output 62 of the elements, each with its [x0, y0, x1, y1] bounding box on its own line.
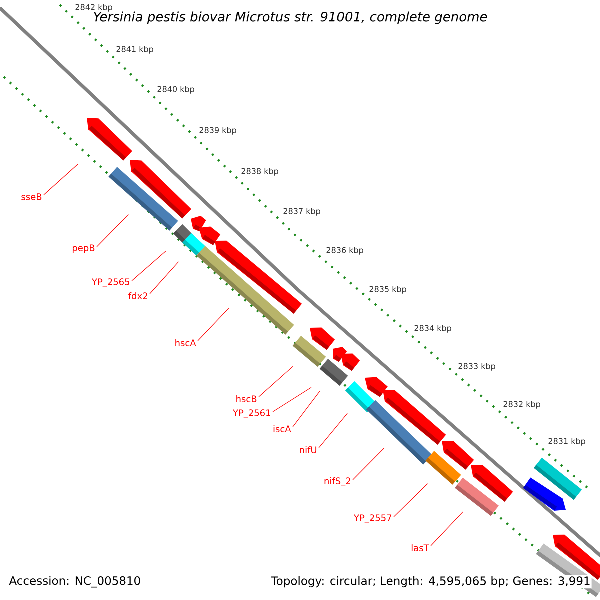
gene-block: [191, 216, 206, 232]
leader-line: [272, 387, 312, 412]
gene-block: [199, 226, 221, 246]
gene-label: nifU: [300, 446, 317, 454]
gene-bar: [455, 478, 499, 516]
leader-line: [318, 413, 348, 448]
leader-line: [394, 484, 428, 518]
gene-block: [523, 478, 566, 511]
scale-label: 2835 kbp: [370, 286, 406, 294]
gene-bar: [345, 381, 377, 413]
leader-line: [96, 214, 129, 248]
scale-label: 2836 kbp: [326, 247, 364, 255]
gene-bar: [426, 451, 462, 485]
gene-label: YP_2565: [92, 278, 130, 288]
scale-label: 2833 kbp: [458, 363, 496, 371]
scale-label: 2837 kbp: [284, 208, 320, 216]
gene-block: [130, 160, 192, 219]
leader-line: [44, 164, 79, 196]
gene-block: [442, 441, 474, 470]
gene-bar: [108, 167, 178, 231]
accession-label: Accession: NC_005810: [9, 576, 140, 588]
gene-label: lasT: [412, 544, 430, 552]
scale-label: 2832 kbp: [504, 401, 540, 409]
gene-label: hscB: [236, 396, 257, 402]
scale-label: 2838 kbp: [242, 168, 278, 176]
leader-line: [150, 262, 180, 294]
scale-label: 2831 kbp: [548, 438, 586, 446]
scale-label: 2840 kbp: [158, 86, 194, 94]
gene-block: [215, 240, 302, 314]
gene-label: YP_2557: [354, 514, 392, 524]
gene-block: [365, 377, 388, 398]
gene-block: [310, 328, 336, 350]
scale-label: 2834 kbp: [414, 325, 452, 333]
gene-block: [471, 465, 514, 502]
gene-label: sseB: [22, 194, 42, 200]
gene-bar: [534, 458, 582, 500]
scale-label: 2841 kbp: [116, 46, 154, 54]
title: Yersinia pestis biovar Microtus str. 91001, complete genome: [94, 12, 488, 24]
gene-bar: [182, 233, 206, 256]
gene-label: fdx2: [128, 292, 148, 300]
gene-bar: [320, 359, 348, 386]
gene-label: pepB: [72, 244, 95, 254]
gene-label: hscA: [176, 340, 196, 346]
gene-bar: [196, 246, 294, 335]
gene-label: iscA: [274, 426, 292, 432]
gene-block: [341, 354, 360, 372]
leader-line: [352, 448, 385, 480]
summary-label: Topology: circular; Length: 4,595,065 bp; Genes: 3,991: [270, 575, 592, 589]
leader-line: [292, 391, 320, 428]
gene-block: [383, 390, 446, 445]
scale-label: 2839 kbp: [200, 127, 236, 135]
leader-line: [198, 308, 230, 342]
gene-bar: [292, 336, 326, 367]
scale-label: 2842 kbp: [76, 4, 112, 12]
gene-block: [333, 347, 348, 362]
gene-bar: [366, 400, 432, 465]
leader-line: [132, 250, 167, 282]
leader-line: [430, 512, 464, 546]
gene-label: nifS_2: [324, 478, 350, 486]
gene-label: YP_2561: [232, 410, 270, 418]
gene-block: [87, 118, 132, 161]
leader-line: [258, 366, 294, 398]
